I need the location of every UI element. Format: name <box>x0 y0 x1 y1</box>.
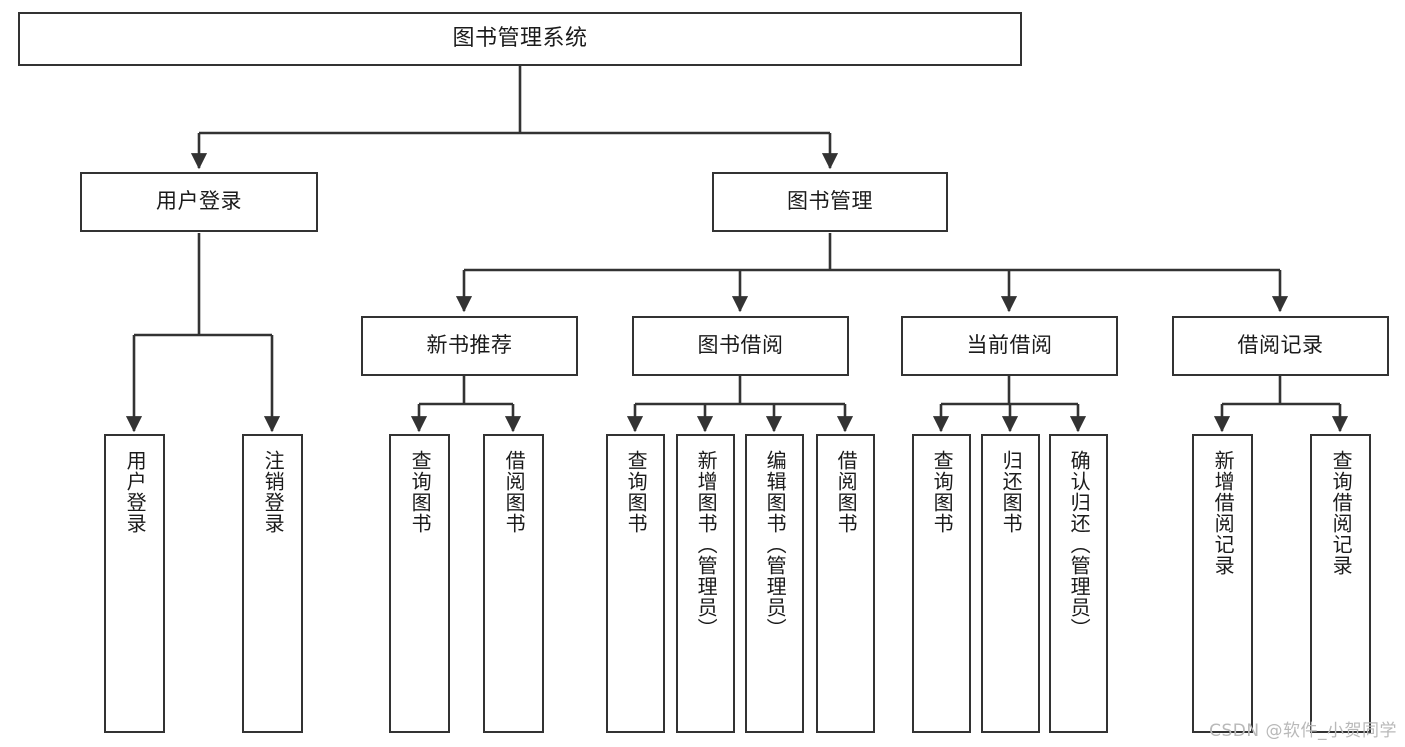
leaf-query-record-label: 查询借阅记录 <box>1329 450 1354 576</box>
leaf-borrow-book-b[interactable]: 借阅图书 <box>816 434 875 733</box>
leaf-return-book[interactable]: 归还图书 <box>981 434 1040 733</box>
leaf-logout-label: 注销登录 <box>261 450 286 534</box>
leaf-query-book-a-label: 查询图书 <box>408 450 433 534</box>
node-new-book-recommend[interactable]: 新书推荐 <box>361 316 578 376</box>
leaf-add-book[interactable]: 新增图书（管理员） <box>676 434 735 733</box>
leaf-borrow-book-b-label: 借阅图书 <box>834 450 859 534</box>
node-book-borrow[interactable]: 图书借阅 <box>632 316 849 376</box>
leaf-user-login-label: 用户登录 <box>123 450 148 534</box>
node-user-login[interactable]: 用户登录 <box>80 172 318 232</box>
node-borrow-record[interactable]: 借阅记录 <box>1172 316 1389 376</box>
leaf-borrow-book-a-label: 借阅图书 <box>502 450 527 534</box>
leaf-query-book-b[interactable]: 查询图书 <box>606 434 665 733</box>
leaf-logout[interactable]: 注销登录 <box>242 434 303 733</box>
leaf-query-record[interactable]: 查询借阅记录 <box>1310 434 1371 733</box>
leaf-add-record-label: 新增借阅记录 <box>1211 450 1236 576</box>
leaf-borrow-book-a[interactable]: 借阅图书 <box>483 434 544 733</box>
node-current-borrow[interactable]: 当前借阅 <box>901 316 1118 376</box>
node-book-manage[interactable]: 图书管理 <box>712 172 948 232</box>
leaf-confirm-return[interactable]: 确认归还（管理员） <box>1049 434 1108 733</box>
leaf-query-book-b-label: 查询图书 <box>624 450 649 534</box>
leaf-query-book-a[interactable]: 查询图书 <box>389 434 450 733</box>
leaf-return-book-label: 归还图书 <box>999 450 1024 534</box>
leaf-edit-book-label: 编辑图书（管理员） <box>763 450 788 639</box>
leaf-query-book-c[interactable]: 查询图书 <box>912 434 971 733</box>
leaf-add-book-label: 新增图书（管理员） <box>694 450 719 639</box>
leaf-user-login[interactable]: 用户登录 <box>104 434 165 733</box>
leaf-edit-book[interactable]: 编辑图书（管理员） <box>745 434 804 733</box>
watermark-text: CSDN @软件_小贺同学 <box>1209 721 1397 741</box>
leaf-query-book-c-label: 查询图书 <box>930 450 955 534</box>
node-root-system[interactable]: 图书管理系统 <box>18 12 1022 66</box>
leaf-add-record[interactable]: 新增借阅记录 <box>1192 434 1253 733</box>
leaf-confirm-return-label: 确认归还（管理员） <box>1067 450 1092 639</box>
